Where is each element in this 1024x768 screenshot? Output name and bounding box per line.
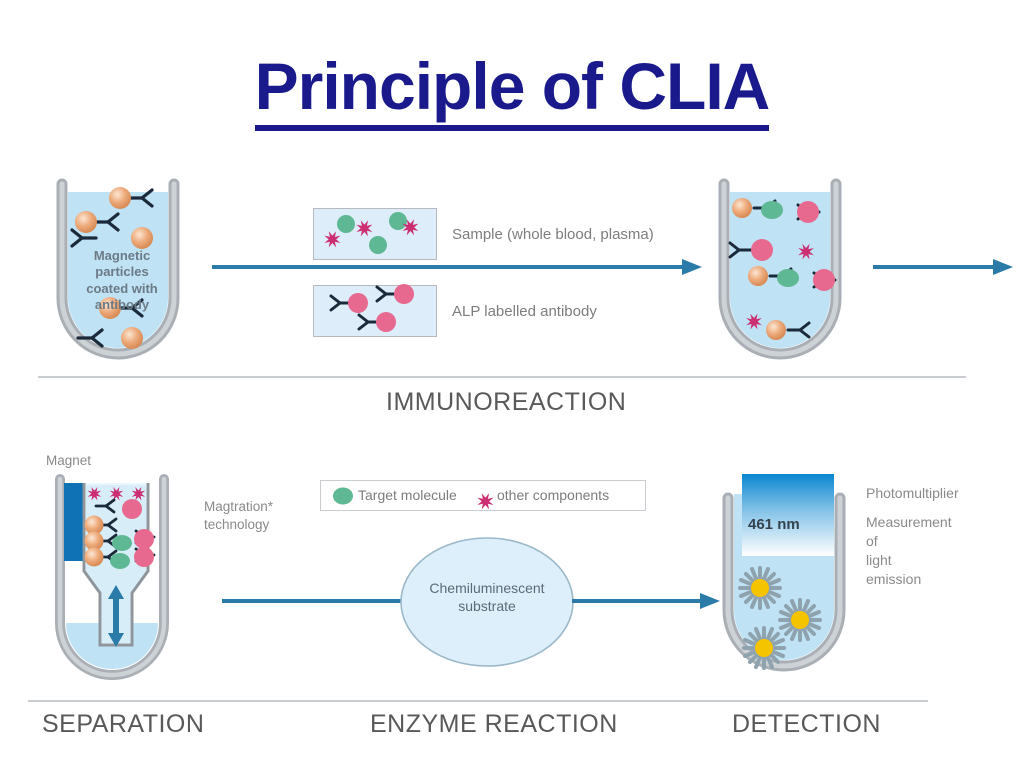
tube-separation-graphic [55, 474, 169, 680]
legend-box-alp-graphic [329, 284, 414, 332]
arrow-immunoreaction-main [212, 258, 702, 276]
magnet-label: Magnet [46, 453, 92, 468]
legend-box-sample [313, 208, 437, 260]
green-circle-icon [333, 487, 353, 505]
legend-label-alp-antibody: ALP labelled antibody [452, 303, 597, 320]
tube-detection-graphic [722, 474, 846, 672]
arrow-immunoreaction-exit [873, 258, 1013, 276]
magnetic-bead [99, 297, 121, 319]
tube-immunoreaction-graphic [718, 178, 842, 360]
tube-magnetic-particles-graphic [56, 178, 180, 360]
magtration-motion-arrow [108, 585, 124, 647]
photomultiplier-note: Measurement of light emission [866, 514, 952, 587]
divider-immunoreaction [38, 376, 966, 378]
tube-magnetic-particles [48, 178, 208, 368]
photomultiplier-label: Photomultiplier [866, 485, 959, 501]
legend-inline-box [320, 480, 646, 511]
magnetic-bead [109, 187, 131, 209]
legend-inline-graphic [333, 487, 494, 510]
chemiluminescent-substrate-label: Chemiluminescent substrate [429, 580, 545, 614]
magnetic-bead [121, 327, 143, 349]
pink-star-icon [477, 493, 494, 510]
tube-detection [714, 474, 874, 680]
arrow-substrate-to-detection [572, 592, 720, 610]
magnet-bar [64, 483, 84, 561]
stage-label-separation: SEPARATION [42, 710, 205, 738]
starburst-group [738, 566, 822, 670]
legend-box-sample-graphic [324, 212, 419, 254]
legend-inline-label-target: Target molecule [358, 487, 457, 503]
stage-label-immunoreaction: IMMUNOREACTION [386, 388, 627, 416]
page-title-text: Principle of CLIA [254, 49, 770, 131]
tube-separation [40, 473, 230, 683]
tube-magnetic-particles-caption: Magnetic particles coated with antibody [86, 248, 158, 312]
arrow-separation-to-substrate [222, 592, 422, 610]
magtration-label: Magtration* technology [204, 499, 274, 533]
tube-immunoreaction-complex [710, 178, 870, 368]
emission-wavelength-label: 461 nm [748, 516, 800, 533]
legend-inline-label-other: other components [497, 487, 610, 503]
legend-box-alp-antibody [313, 284, 437, 337]
emission-band [742, 474, 834, 556]
stage-label-detection: DETECTION [732, 710, 881, 738]
stage-label-enzyme-reaction: ENZYME REACTION [370, 710, 618, 738]
legend-label-sample: Sample (whole blood, plasma) [452, 226, 654, 243]
page-title: Principle of CLIA [0, 49, 1024, 131]
magnetic-bead [131, 227, 153, 249]
magnetic-bead [75, 211, 97, 233]
divider-bottom [28, 700, 928, 702]
